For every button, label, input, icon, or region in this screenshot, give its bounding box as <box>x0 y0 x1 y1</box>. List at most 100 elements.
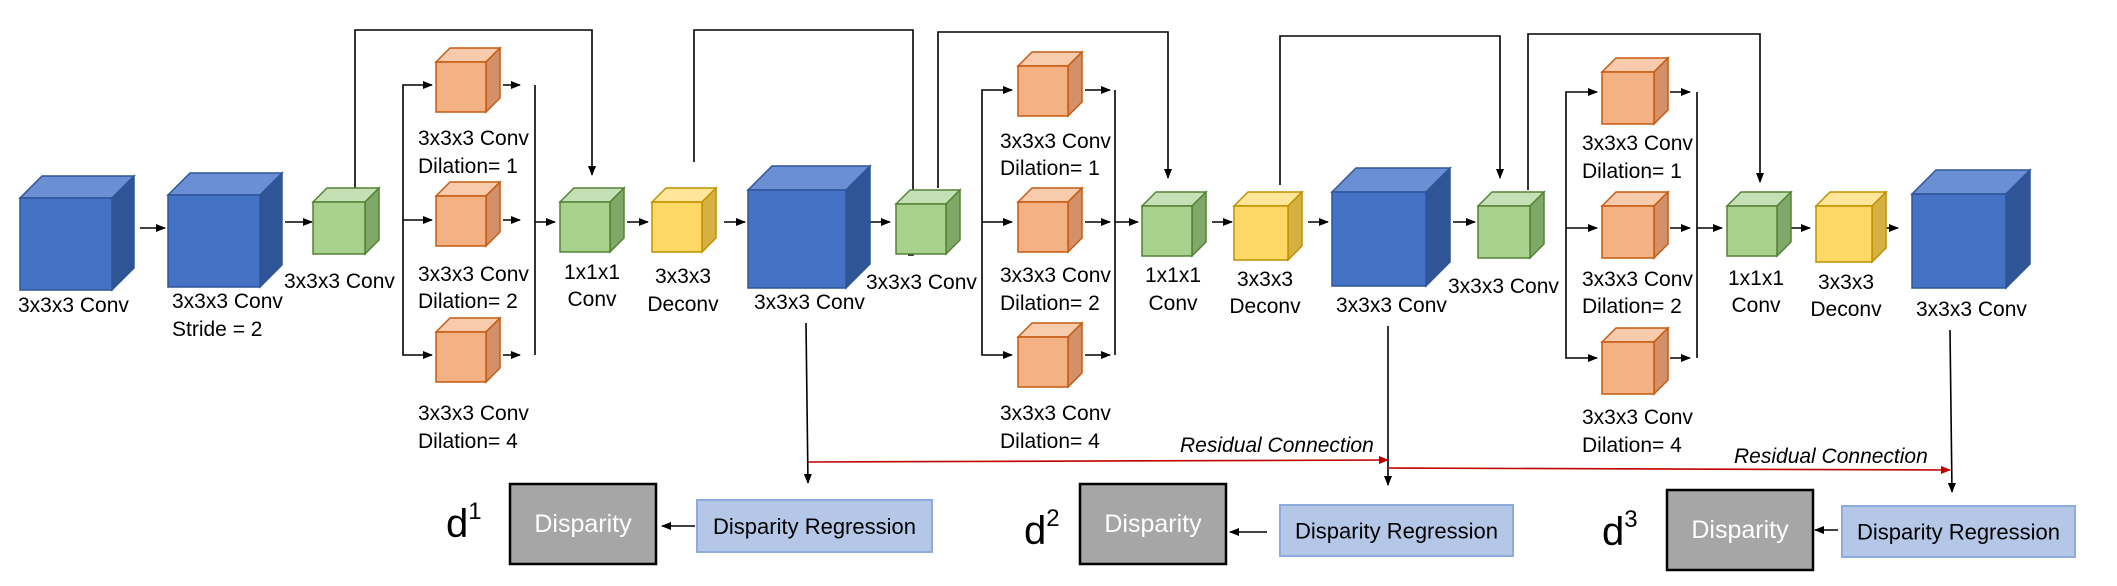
cube-front-face <box>895 203 947 255</box>
label-dil1-b: Dilation= 1 <box>1000 157 1100 180</box>
label-conv-d: 3x3x3 Conv <box>1336 294 1447 317</box>
labels: Disparity Regression Disparity Regression… <box>18 127 2060 554</box>
label-conv-stride-1: 3x3x3 Conv <box>172 290 283 313</box>
disparity-box-3 <box>1665 488 1815 572</box>
cube-front-face <box>1477 205 1531 259</box>
label-conv-e: 3x3x3 Conv <box>1448 275 1559 298</box>
output-symbol-d2: d2 <box>1024 505 1060 553</box>
connector-line <box>693 29 914 256</box>
skip-connection-arrow <box>402 81 433 220</box>
cube-deconv-c <box>1814 190 1888 264</box>
cube-dilation4-c <box>1600 326 1670 396</box>
label-dil1-c: Dilation= 1 <box>1582 160 1682 183</box>
cube-conv-e <box>1476 190 1546 260</box>
cube-dilation1-a <box>434 46 502 114</box>
cube-front-face <box>747 189 847 289</box>
label-conv-b: 3x3x3 Conv <box>754 291 865 314</box>
label-residual-1: Residual Connection <box>1180 434 1374 457</box>
skip-connection-arrow <box>1279 35 1504 185</box>
label-dil2-conv-b: 3x3x3 Conv <box>1000 264 1111 287</box>
label-1x1-b-2: Conv <box>1148 292 1198 315</box>
cube-conv1x1-a <box>558 186 626 254</box>
label-conv-c: 3x3x3 Conv <box>866 271 977 294</box>
disparity-box-2 <box>1078 482 1228 566</box>
cube-dilation2-a <box>434 180 502 248</box>
output-superscript: 2 <box>1046 505 1059 532</box>
disparity-label-3: Disparity <box>1691 516 1789 544</box>
output-symbol-d3: d3 <box>1602 506 1638 554</box>
cube-conv-d <box>1330 166 1452 288</box>
cube-front-face <box>1017 201 1069 253</box>
disparity-regression-box-2 <box>1279 504 1514 557</box>
cube-front-face <box>1233 205 1289 261</box>
label-dil1-a: Dilation= 1 <box>418 155 518 178</box>
cube-conv-1 <box>18 174 136 292</box>
label-deconv-c-1: 3x3x3 <box>1818 271 1874 294</box>
disparity-regression-label-3: Disparity Regression <box>1857 520 2060 545</box>
cube-dilation4-b <box>1016 321 1084 389</box>
label-deconv-c-2: Deconv <box>1810 298 1882 321</box>
cube-front-face <box>1815 205 1873 263</box>
cube-dilation2-c <box>1600 190 1670 260</box>
label-conv-a: 3x3x3 Conv <box>284 270 395 293</box>
label-1x1-c-2: Conv <box>1731 294 1781 317</box>
label-1x1-a-1: 1x1x1 <box>564 261 620 284</box>
cube-front-face <box>435 61 487 113</box>
output-superscript: 3 <box>1624 506 1637 533</box>
skip-connection-arrow <box>1527 33 1764 190</box>
label-dil2-conv-a: 3x3x3 Conv <box>418 263 529 286</box>
label-dil2-conv-c: 3x3x3 Conv <box>1582 268 1693 291</box>
label-1x1-b-1: 1x1x1 <box>1145 264 1201 287</box>
label-dil4-conv-c: 3x3x3 Conv <box>1582 406 1693 429</box>
cube-front-face <box>1017 336 1069 388</box>
label-deconv-b-1: 3x3x3 <box>1237 268 1293 291</box>
label-1x1-a-2: Conv <box>567 288 617 311</box>
skip-connection-arrow <box>1565 228 1598 362</box>
cube-front-face <box>1601 205 1655 259</box>
output-superscript: 1 <box>468 498 481 525</box>
skip-connection-arrow <box>402 220 433 359</box>
cube-front-face <box>1141 205 1193 257</box>
label-deconv-a-1: 3x3x3 <box>655 265 711 288</box>
cube-front-face <box>1017 65 1069 117</box>
cube-conv-a <box>311 186 381 256</box>
label-conv-1: 3x3x3 Conv <box>18 294 129 317</box>
disparity-label-2: Disparity <box>1104 510 1202 538</box>
cube-deconv-a <box>650 186 718 254</box>
cube-front-face <box>167 194 261 288</box>
cube-conv-c <box>894 188 962 256</box>
label-dil2-b: Dilation= 2 <box>1000 292 1100 315</box>
label-dil4-conv-a: 3x3x3 Conv <box>418 402 529 425</box>
cube-front-face <box>435 195 487 247</box>
label-conv-stride-2: Stride = 2 <box>172 318 262 341</box>
cube-dilation4-a <box>434 316 502 384</box>
cube-dilation2-b <box>1016 186 1084 254</box>
label-dil4-c: Dilation= 4 <box>1582 434 1682 457</box>
disparity-label-1: Disparity <box>534 510 632 538</box>
disparity-regression-box-3 <box>1841 505 2076 558</box>
cube-front-face <box>19 197 113 291</box>
label-dil4-conv-b: 3x3x3 Conv <box>1000 402 1111 425</box>
label-dil2-a: Dilation= 2 <box>418 290 518 313</box>
disparity-regression-label-2: Disparity Regression <box>1295 519 1498 544</box>
cube-front-face <box>1331 191 1427 287</box>
disparity-box-1 <box>508 482 658 566</box>
cube-conv1x1-b <box>1140 190 1208 258</box>
skip-connection-arrow <box>1565 88 1598 228</box>
cube-front-face <box>559 201 611 253</box>
cube-conv-stride <box>166 171 284 289</box>
skip-connection-arrow <box>981 86 1013 222</box>
arrow <box>807 456 1389 465</box>
cube-conv1x1-c <box>1725 190 1793 258</box>
label-dil4-b: Dilation= 4 <box>1000 430 1100 453</box>
skip-connection-arrow <box>937 31 1172 188</box>
skip-connection-arrow <box>981 222 1013 359</box>
label-residual-2: Residual Connection <box>1734 445 1928 468</box>
cube-front-face <box>1601 341 1655 395</box>
cube-front-face <box>435 331 487 383</box>
disparity-regression-label-1: Disparity Regression <box>713 514 916 539</box>
arrow <box>1387 465 1951 474</box>
cube-front-face <box>1601 71 1655 125</box>
arrow <box>1947 329 1956 493</box>
